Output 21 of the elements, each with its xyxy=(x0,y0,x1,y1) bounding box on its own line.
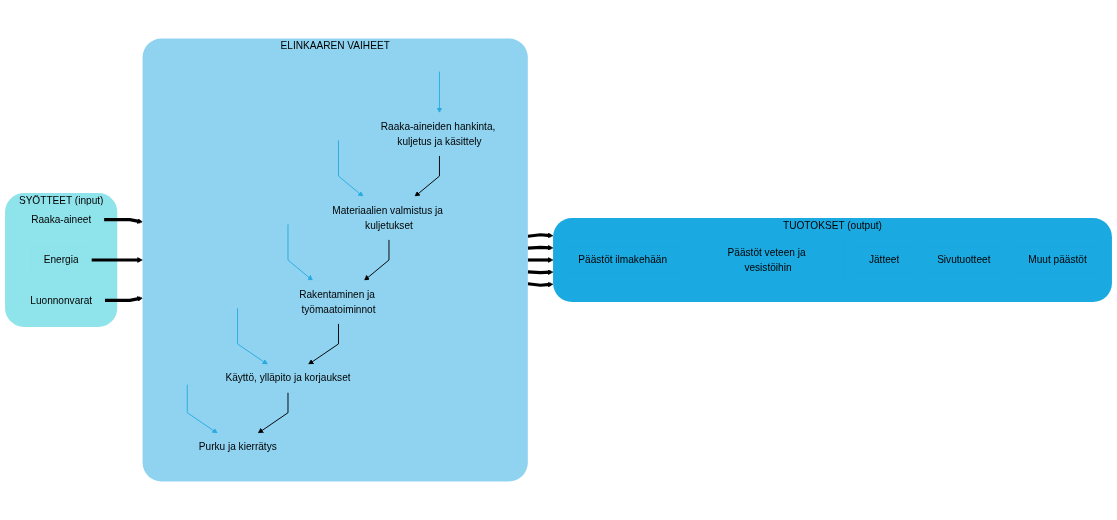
node-text: Käyttö, ylläpito ja korjaukset xyxy=(225,372,351,384)
node-text: Sivutuotteet xyxy=(937,254,991,266)
arrow xyxy=(527,244,554,251)
node-text: Purku ja kierrätys xyxy=(198,441,277,453)
node-text: Raaka-aineet xyxy=(31,213,92,225)
node-text: Muut päästöt xyxy=(1028,254,1087,266)
node-text: Luonnonvarat xyxy=(30,294,93,306)
node-text: Energia xyxy=(43,254,79,266)
node-text: Materiaalien valmistus ja kuljetukset xyxy=(332,204,443,231)
arrow xyxy=(527,269,554,276)
node-text: Jätteet xyxy=(868,254,900,266)
node-text: Päästöt ilmakehään xyxy=(578,254,667,266)
arrow xyxy=(91,257,143,263)
node-text: Rakentaminen ja työmaatoiminnot xyxy=(299,288,376,315)
arrow xyxy=(527,281,554,288)
arrow xyxy=(527,257,554,263)
node-text: Päästöt veteen ja vesistöihin xyxy=(727,246,806,273)
arrow xyxy=(103,218,143,224)
arrow xyxy=(527,232,554,239)
node-text: Raaka-aineiden hankinta, kuljetus ja käsittely xyxy=(380,120,496,147)
arrow xyxy=(104,296,143,302)
